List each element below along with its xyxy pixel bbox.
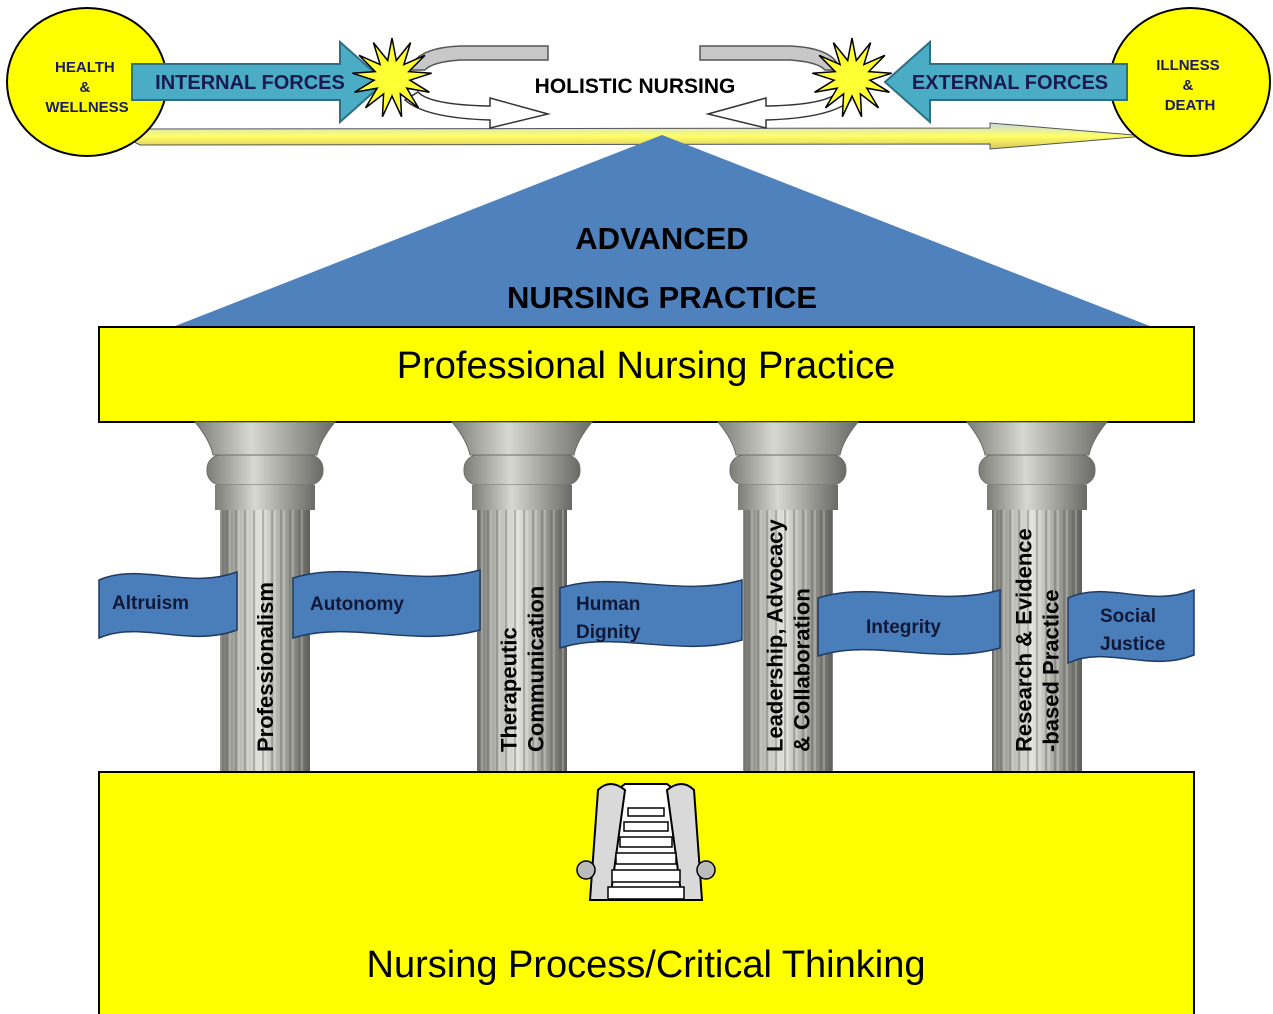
ribbon-label: Altruism	[112, 593, 189, 614]
professional-practice-band	[98, 326, 1195, 423]
health-wellness-label: HEALTH & WELLNESS	[45, 59, 128, 116]
advanced-practice-roof	[165, 135, 1160, 330]
value-ribbon: Integrity	[817, 589, 1001, 658]
pillar-label-line: Communication	[524, 586, 549, 752]
illness-death-label: ILLNESS & DEATH	[1156, 57, 1224, 114]
pillars-group: Professionalism TherapeuticCommunication L…	[193, 421, 1109, 772]
roof-title-line1: ADVANCED	[575, 221, 748, 256]
ribbon-label-line: Altruism	[112, 593, 189, 614]
ribbon-label-line: Human	[576, 594, 640, 615]
value-ribbon: Altruism	[98, 570, 238, 640]
curved-gray-arrow-right	[699, 45, 841, 71]
pillar-label: TherapeuticCommunication	[497, 586, 549, 752]
pillar-label: Professionalism	[253, 582, 278, 752]
pillar-label-line: Research & Evidence	[1012, 528, 1037, 752]
pillar-label-line: -based Practice	[1039, 589, 1064, 752]
health-line: HEALTH	[55, 59, 115, 76]
external-forces-label: EXTERNAL FORCES	[912, 72, 1108, 94]
continuum-band	[123, 122, 1146, 150]
ribbon-label-line: Justice	[1100, 634, 1165, 655]
internal-forces-label: INTERNAL FORCES	[155, 72, 345, 94]
illness-line: ILLNESS	[1156, 57, 1219, 74]
nursing-process-title: Nursing Process/Critical Thinking	[367, 944, 926, 986]
ribbon-label-line: Dignity	[576, 622, 641, 643]
ampersand-line: &	[79, 79, 90, 96]
roof-title-line2: NURSING PRACTICE	[507, 280, 817, 315]
professional-practice-title: Professional Nursing Practice	[397, 345, 895, 387]
starburst-icon	[352, 37, 432, 118]
ribbon-label: Integrity	[866, 617, 941, 638]
white-arrow-left	[403, 91, 551, 129]
pillar-label-line: & Collaboration	[790, 588, 815, 752]
ribbon-label: Autonomy	[310, 594, 404, 615]
ribbon-label-line: Social	[1100, 606, 1156, 627]
starburst-icon	[812, 37, 892, 118]
curved-gray-arrow-left	[409, 45, 549, 71]
wellness-line: WELLNESS	[45, 99, 128, 116]
pillar: TherapeuticCommunication	[450, 421, 594, 772]
pillar: Professionalism	[193, 421, 337, 772]
ribbon-label-line: Autonomy	[310, 594, 404, 615]
ribbon-label-line: Integrity	[866, 617, 941, 638]
pillar: Research & Evidence-based Practice	[965, 421, 1109, 772]
ampersand-line: &	[1182, 77, 1193, 94]
escalator-icon	[576, 783, 716, 901]
white-arrow-right	[705, 91, 853, 129]
death-line: DEATH	[1165, 97, 1216, 114]
pillar-label-line: Professionalism	[253, 582, 278, 752]
pillar-label-line: Leadership, Advocacy	[763, 519, 788, 752]
pillar: Leadership, Advocacy& Collaboration	[716, 421, 860, 772]
pillar-label: Leadership, Advocacy& Collaboration	[763, 519, 815, 752]
pillar-label-line: Therapeutic	[497, 627, 522, 752]
internal-forces-arrow	[131, 39, 387, 125]
external-forces-arrow	[883, 39, 1128, 125]
value-ribbon: Autonomy	[292, 569, 481, 640]
pillar-label: Research & Evidence-based Practice	[1012, 528, 1064, 752]
holistic-nursing-label: HOLISTIC NURSING	[535, 75, 736, 98]
